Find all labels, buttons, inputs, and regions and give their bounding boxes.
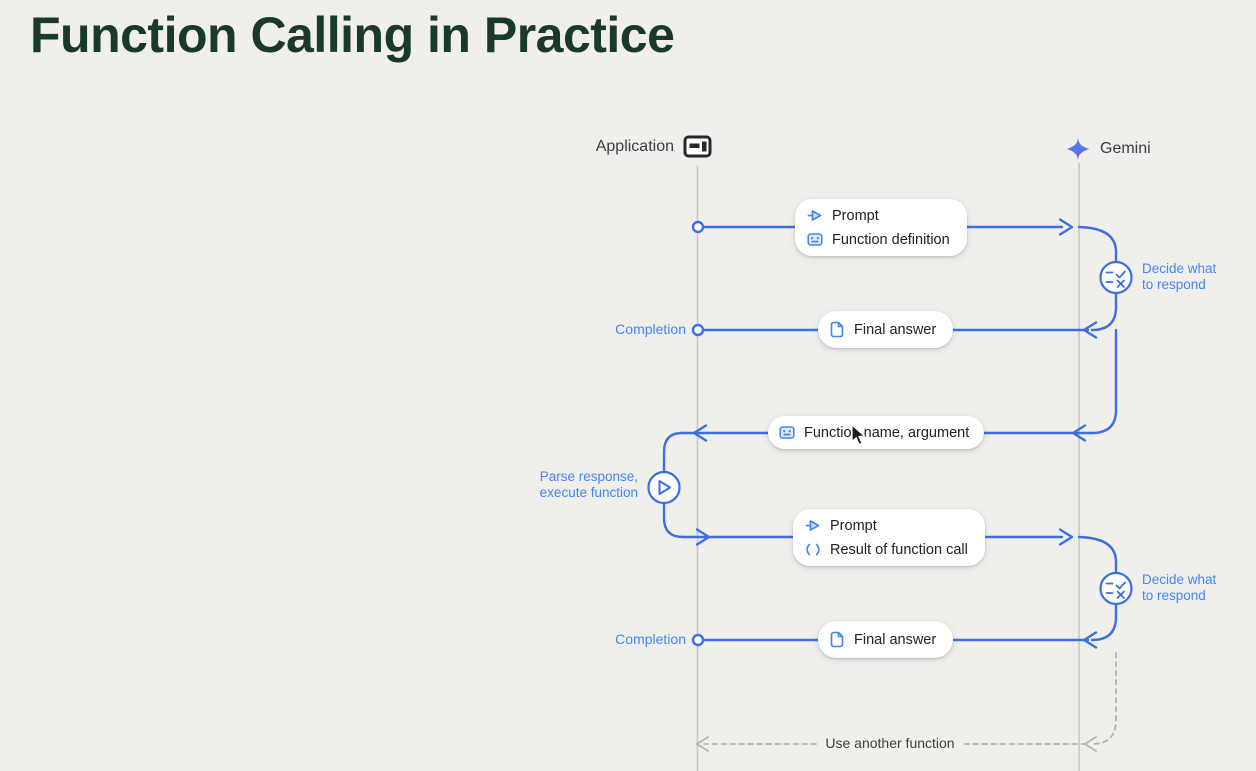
app-window-icon — [683, 135, 712, 158]
message-row: Prompt — [805, 516, 968, 535]
completion2-end-circle — [691, 633, 705, 647]
message-label: Prompt — [830, 517, 877, 534]
message-row: Function name, argument — [779, 423, 969, 442]
message-row: Prompt — [807, 206, 950, 225]
request1-message-card: Prompt Function definition — [795, 199, 967, 256]
page-title: Function Calling in Practice — [30, 7, 675, 63]
parse-down-line — [662, 431, 684, 473]
function-icon — [807, 233, 823, 246]
message-label: Prompt — [832, 207, 879, 224]
parse-circle — [647, 470, 681, 505]
message-row: Function definition — [807, 230, 950, 249]
actor-application: Application — [520, 134, 712, 159]
request2-message-card: Prompt Result of function call — [793, 509, 985, 566]
message-label: Function definition — [832, 231, 950, 248]
request2-arrowhead-app — [695, 528, 711, 546]
request2-arrowhead-gemini — [1058, 528, 1074, 546]
completion1-message-card: Final answer — [818, 311, 954, 348]
gemini-sparkle-icon — [1066, 137, 1090, 161]
prompt-icon — [805, 520, 820, 531]
function-call-loop-line — [1090, 328, 1118, 435]
play-icon — [658, 480, 671, 495]
parse-up-line — [662, 502, 685, 539]
actor-gemini: Gemini — [1065, 136, 1151, 162]
message-row: Result of function call — [805, 540, 968, 559]
completion2-label: Completion — [615, 631, 686, 647]
completion1-label: Completion — [615, 321, 686, 337]
decide1-circle — [1099, 260, 1133, 295]
loopback-arrowhead-gemini — [1083, 736, 1097, 752]
message-label: Function name, argument — [804, 424, 970, 441]
loopback-down-line — [1091, 652, 1117, 745]
function-call-arrowhead-app — [692, 424, 708, 442]
request1-start-circle — [691, 220, 705, 234]
function-call-message-card: Function name, argument — [768, 416, 985, 449]
loopback-label: Use another function — [770, 735, 1010, 751]
decide2-circle — [1099, 571, 1133, 606]
decide1-label: Decide what to respond — [1142, 261, 1217, 292]
decide-rules-icon — [1105, 270, 1126, 288]
completion1-end-circle — [691, 323, 705, 337]
decide2-label: Decide what to respond — [1142, 572, 1217, 603]
mouse-cursor — [851, 424, 866, 446]
parse-label: Parse response, execute function — [539, 469, 638, 500]
completion2-message-card: Final answer — [818, 621, 954, 658]
prompt-icon — [807, 210, 822, 221]
document-icon — [830, 321, 844, 338]
message-row: Final answer — [830, 630, 936, 649]
document-icon — [830, 631, 844, 648]
code-braces-icon — [806, 543, 820, 556]
actor-gemini-label: Gemini — [1100, 140, 1151, 157]
loopback-arrowhead-app — [695, 736, 709, 752]
request1-arrowhead — [1058, 218, 1074, 236]
decide-rules-icon — [1105, 581, 1126, 599]
message-label: Final answer — [854, 321, 937, 338]
message-label: Final answer — [854, 631, 937, 648]
message-row: Final answer — [830, 320, 936, 339]
function-icon — [779, 426, 795, 439]
actor-application-label: Application — [595, 137, 674, 155]
function-call-arrowhead-gemini — [1071, 424, 1087, 442]
message-label: Result of function call — [830, 541, 968, 558]
